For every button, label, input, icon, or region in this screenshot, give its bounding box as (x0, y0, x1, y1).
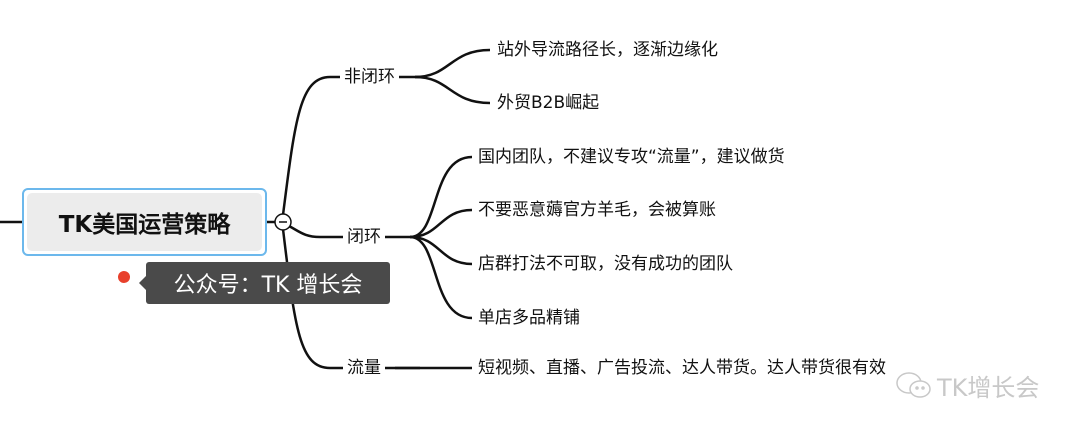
leaf-node[interactable]: 站外导流路径长，逐渐边缘化 (497, 40, 718, 60)
leaf-node[interactable]: 短视频、直播、广告投流、达人带货。达人带货很有效 (478, 358, 886, 378)
leaf-node[interactable]: 国内团队，不建议专攻“流量”，建议做货 (478, 147, 785, 167)
root-title: TK美国运营策略 (27, 193, 262, 251)
leaf-node[interactable]: 店群打法不可取，没有成功的团队 (478, 254, 733, 274)
root-node[interactable]: TK美国运营策略 (22, 188, 267, 256)
leaf-node[interactable]: 单店多品精铺 (478, 308, 580, 328)
marker-dot (118, 271, 130, 283)
watermark-text: TK增长会 (937, 374, 1040, 402)
branch-non-closed-loop[interactable]: 非闭环 (340, 66, 399, 88)
note-tooltip: 公众号：TK 增长会 (139, 262, 390, 304)
leaf-node[interactable]: 外贸B2B崛起 (497, 93, 600, 113)
branch-traffic[interactable]: 流量 (343, 357, 385, 379)
wechat-icon (896, 371, 931, 398)
watermark: TK增长会 (895, 368, 1039, 403)
leaf-node[interactable]: 不要恶意薅官方羊毛，会被算账 (478, 200, 716, 220)
branch-closed-loop[interactable]: 闭环 (343, 226, 385, 248)
